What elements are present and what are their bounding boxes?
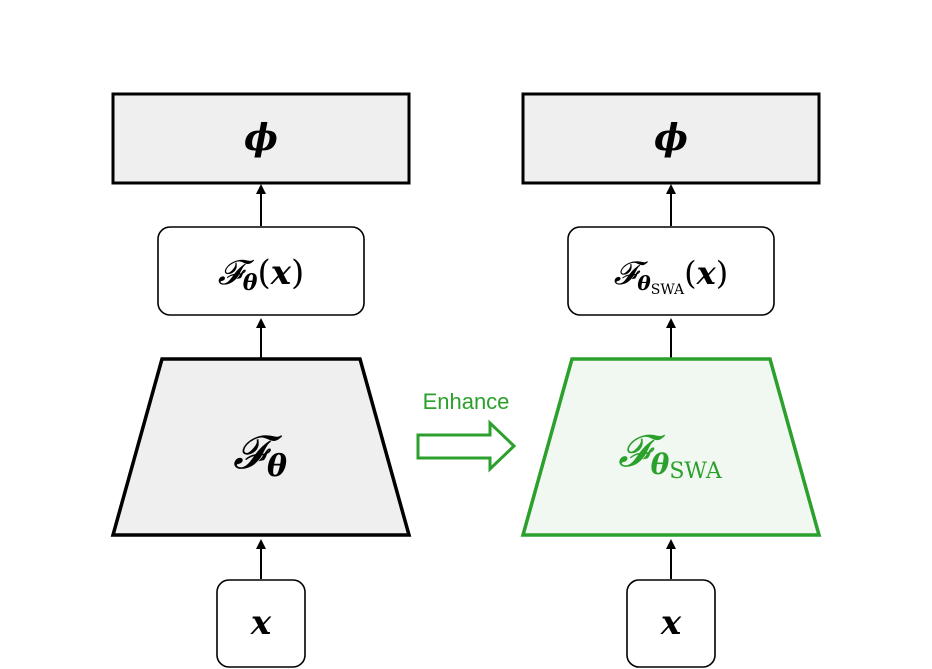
left-input-label: x [250, 603, 272, 643]
right-input-label: x [660, 603, 682, 643]
right-encoder-label: 𝓕θSWA [618, 426, 723, 484]
right-arrowhead-encoder-to-feature [666, 318, 676, 328]
right-stack: ϕ 𝓕θSWA(x) 𝓕θSWA x [520, 92, 822, 668]
left-feature-box: 𝓕θ(x) [157, 226, 365, 316]
right-arrowhead-input-to-encoder [666, 539, 676, 549]
left-encoder-trapezoid: 𝓕θ [110, 357, 412, 537]
left-arrowhead-feature-to-head [256, 184, 266, 194]
left-stack: ϕ 𝓕θ(x) 𝓕θ x [110, 92, 412, 668]
left-encoder-label: 𝓕θ [233, 425, 287, 484]
right-encoder-trapezoid: 𝓕θSWA [520, 357, 822, 537]
right-head-label: ϕ [654, 117, 688, 159]
right-feature-box: 𝓕θSWA(x) [567, 226, 775, 316]
left-head-label: ϕ [244, 117, 278, 159]
right-arrowhead-feature-to-head [666, 184, 676, 194]
left-input-box: x [216, 579, 306, 668]
right-input-box: x [626, 579, 716, 668]
left-feature-label: 𝓕θ(x) [218, 253, 305, 296]
left-arrowhead-input-to-encoder [256, 539, 266, 549]
right-head-box: ϕ [521, 92, 821, 185]
left-arrowhead-encoder-to-feature [256, 318, 266, 328]
left-head-box: ϕ [111, 92, 411, 185]
enhance-transition: Enhance [416, 389, 517, 473]
right-feature-label: 𝓕θSWA(x) [614, 254, 728, 298]
enhance-arrow-icon [416, 419, 517, 473]
enhance-label: Enhance [423, 389, 510, 414]
